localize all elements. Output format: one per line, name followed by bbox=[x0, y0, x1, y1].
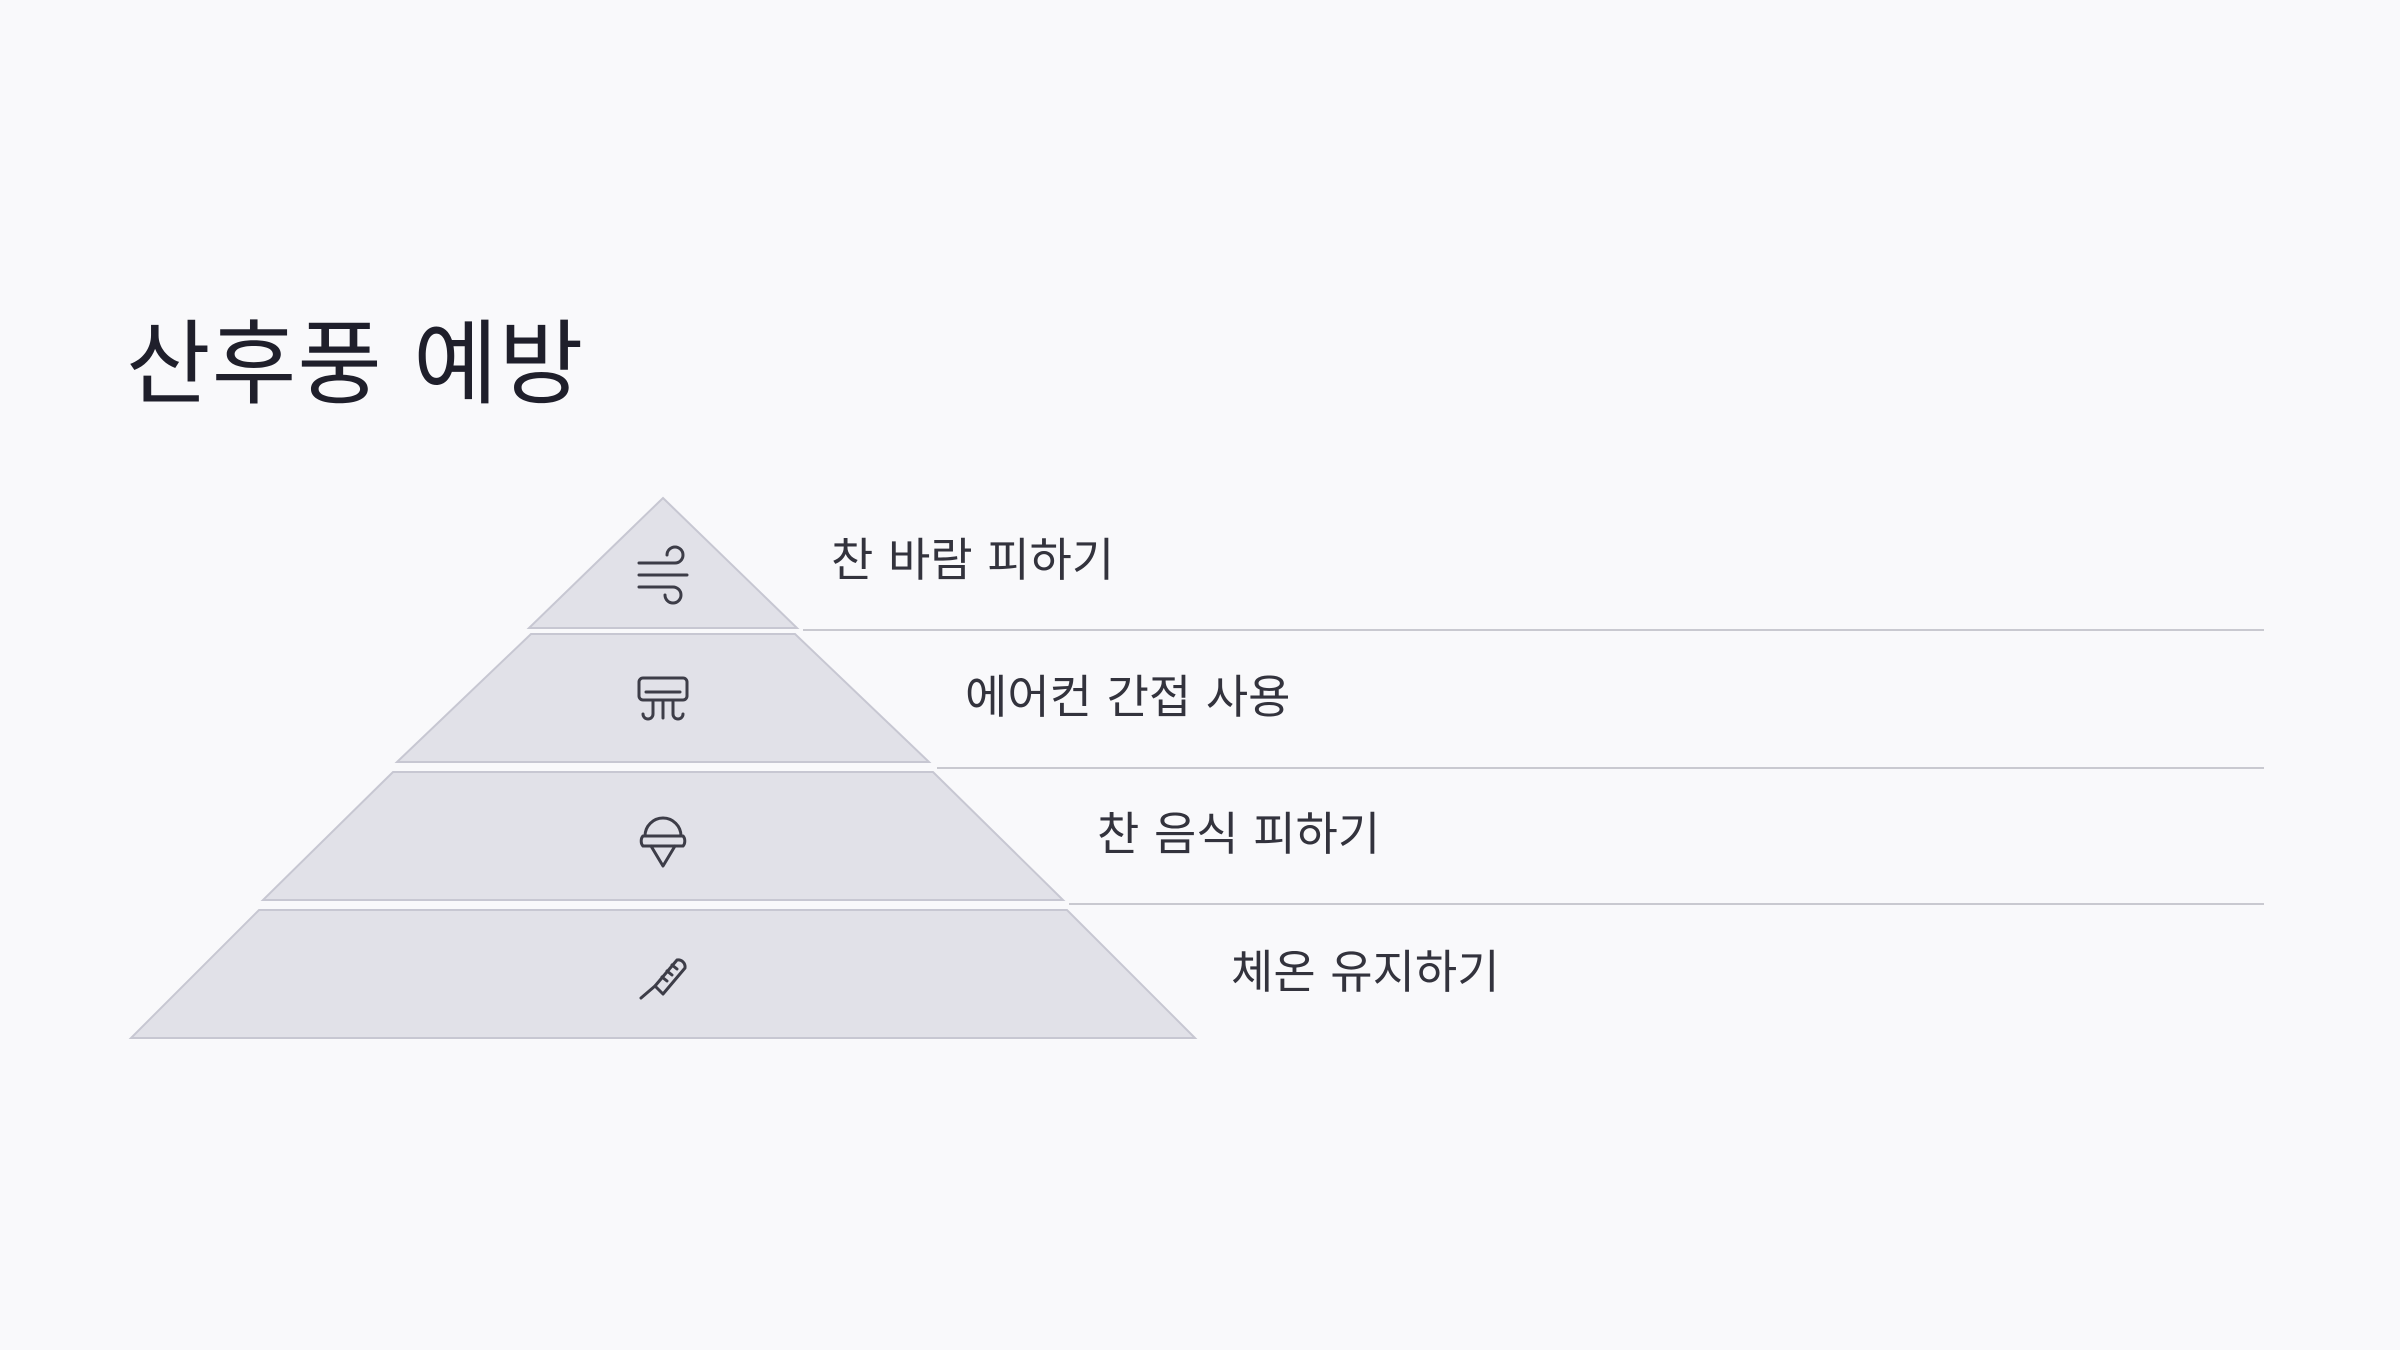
wind-icon bbox=[637, 545, 689, 605]
pyramid-tier-2 bbox=[394, 633, 932, 763]
tier-label-1: 찬 바람 피하기 bbox=[831, 533, 1115, 587]
ice-cream-icon bbox=[639, 816, 687, 868]
air-conditioner-icon bbox=[637, 676, 689, 721]
page-title: 산후풍 예방 bbox=[126, 311, 585, 418]
tier-label-3: 찬 음식 피하기 bbox=[1097, 807, 1381, 861]
tier-label-2: 에어컨 간접 사용 bbox=[965, 670, 1291, 724]
pyramid-tier-4 bbox=[128, 909, 1198, 1039]
tier-label-4: 체온 유지하기 bbox=[1231, 945, 1500, 999]
thermometer-icon bbox=[639, 958, 687, 1000]
